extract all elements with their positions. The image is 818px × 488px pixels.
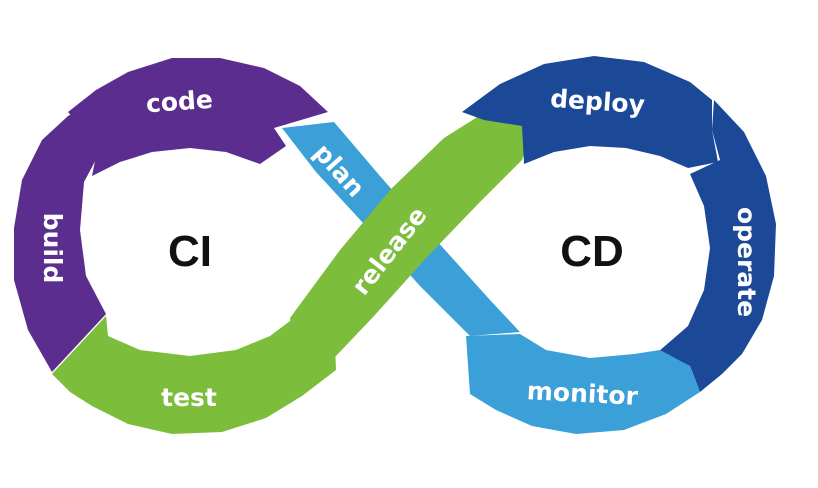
- cd-label: CD: [560, 227, 624, 276]
- deploy-segment: [462, 56, 718, 168]
- test-label: test: [161, 383, 217, 412]
- build-label: build: [38, 213, 67, 284]
- monitor-segment: [466, 334, 700, 434]
- monitor-label: monitor: [526, 376, 639, 411]
- operate-label: operate: [732, 207, 761, 317]
- deploy-label: deploy: [549, 84, 646, 120]
- operate-segment: [658, 100, 776, 392]
- ci-label: CI: [168, 227, 212, 276]
- code-segment: [68, 58, 328, 176]
- build-segment: [14, 100, 122, 372]
- code-label: code: [145, 85, 214, 119]
- release-segment: [290, 114, 534, 356]
- test-segment: [52, 316, 336, 434]
